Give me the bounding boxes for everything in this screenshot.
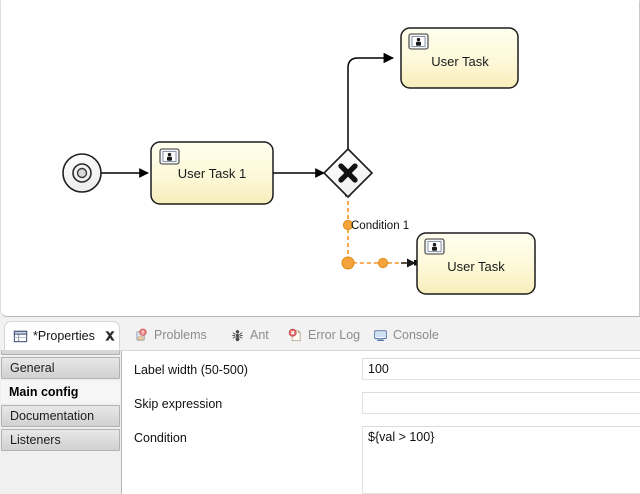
property-tab-list: General Main config Documentation Listen… bbox=[0, 351, 122, 494]
skip-expression-input[interactable] bbox=[362, 392, 640, 414]
tab-problems[interactable]: Problems bbox=[126, 321, 215, 350]
flow-label-condition-1[interactable]: Condition 1 bbox=[351, 220, 409, 232]
property-tab-partial[interactable] bbox=[1, 351, 120, 355]
condition-label: Condition bbox=[134, 431, 187, 445]
exclusive-gateway-node[interactable] bbox=[322, 147, 374, 199]
task-label: User Task bbox=[431, 54, 489, 69]
bpmn-diagram[interactable]: Condition 1 User Task 1 bbox=[1, 1, 640, 317]
task-shape bbox=[150, 141, 274, 205]
property-tab-general[interactable]: General bbox=[1, 357, 120, 379]
flow-bendpoint-handle-3[interactable] bbox=[377, 257, 389, 269]
tab-error-log-label: Error Log bbox=[308, 328, 361, 343]
user-task-3-node[interactable]: User Task bbox=[416, 232, 536, 295]
property-tab-general-label: General bbox=[10, 361, 55, 375]
tab-ant-label: Ant bbox=[250, 328, 269, 343]
user-task-icon bbox=[408, 33, 429, 50]
task-label: User Task 1 bbox=[178, 166, 246, 181]
user-task-icon bbox=[424, 238, 445, 255]
start-event-core-circle bbox=[76, 167, 88, 179]
tab-properties-label: *Properties bbox=[33, 328, 95, 343]
tab-error-log[interactable]: Error Log bbox=[280, 321, 368, 350]
gateway-x-icon bbox=[338, 163, 358, 183]
task-label: User Task bbox=[447, 259, 505, 274]
error-log-icon bbox=[288, 328, 303, 343]
flow-bendpoint-handle-1[interactable] bbox=[342, 219, 354, 231]
property-tab-main-config[interactable]: Main config bbox=[1, 381, 120, 403]
problems-icon bbox=[134, 328, 149, 343]
diagram-canvas[interactable]: Condition 1 User Task 1 bbox=[0, 0, 640, 317]
tab-console[interactable]: Console bbox=[365, 321, 447, 350]
property-form: Label width (50-500) 100 Skip expression… bbox=[122, 351, 640, 494]
task-shape bbox=[416, 232, 536, 295]
properties-pane: *Properties bbox=[0, 317, 640, 494]
console-icon bbox=[373, 328, 388, 343]
start-event-node[interactable] bbox=[62, 153, 102, 193]
property-tab-documentation-label: Documentation bbox=[10, 409, 95, 423]
user-task-2-node[interactable]: User Task bbox=[400, 27, 519, 89]
label-width-label: Label width (50-500) bbox=[134, 363, 248, 377]
property-tab-list-filler bbox=[1, 453, 120, 483]
ant-icon bbox=[230, 328, 245, 343]
property-tab-listeners[interactable]: Listeners bbox=[1, 429, 120, 451]
property-tab-main-config-label: Main config bbox=[9, 385, 79, 399]
skip-expression-label: Skip expression bbox=[134, 397, 223, 411]
property-tab-listeners-label: Listeners bbox=[10, 433, 61, 447]
tab-problems-label: Problems bbox=[154, 328, 207, 343]
properties-icon bbox=[13, 329, 28, 344]
property-tab-documentation[interactable]: Documentation bbox=[1, 405, 120, 427]
tab-properties[interactable]: *Properties bbox=[4, 321, 120, 350]
flow-bendpoint-handle-2[interactable] bbox=[341, 256, 355, 270]
tab-ant[interactable]: Ant bbox=[222, 321, 277, 350]
condition-input[interactable]: ${val > 100} bbox=[362, 426, 640, 494]
sequence-flow-gateway-to-task2[interactable] bbox=[347, 52, 395, 153]
label-width-input[interactable]: 100 bbox=[362, 358, 640, 380]
selected-flow-line bbox=[347, 194, 412, 264]
sequence-flow-gateway-to-task3-selected[interactable]: Condition 1 bbox=[341, 191, 420, 270]
flow-line bbox=[347, 52, 395, 153]
user-task-1-node[interactable]: User Task 1 bbox=[150, 141, 274, 205]
user-task-icon bbox=[159, 148, 180, 165]
close-icon[interactable] bbox=[104, 330, 116, 342]
task-shape bbox=[400, 27, 519, 89]
tab-console-label: Console bbox=[393, 328, 439, 343]
properties-body: General Main config Documentation Listen… bbox=[0, 350, 640, 494]
view-tab-bar: *Properties bbox=[0, 321, 640, 350]
